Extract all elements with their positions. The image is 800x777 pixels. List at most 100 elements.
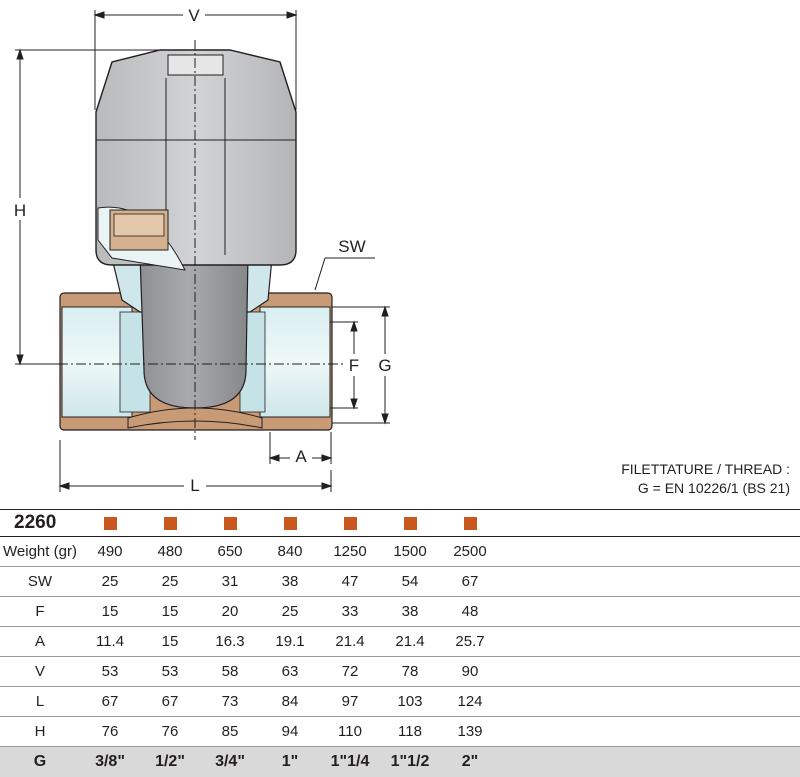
empty-cell — [500, 627, 800, 657]
table-cell: 33 — [320, 597, 380, 627]
empty-cell — [500, 657, 800, 687]
thread-note-line2: G = EN 10226/1 (BS 21) — [621, 479, 790, 498]
finish-swatch-cell — [320, 509, 380, 537]
empty-cell — [500, 537, 800, 567]
table-cell: 53 — [80, 657, 140, 687]
table-cell: 19.1 — [260, 627, 320, 657]
empty-cell — [500, 567, 800, 597]
finish-swatch-cell — [80, 509, 140, 537]
table-cell: 3/4" — [200, 747, 260, 777]
table-cell: 2" — [440, 747, 500, 777]
row-label: V — [0, 657, 80, 687]
table-cell: 139 — [440, 717, 500, 747]
finish-swatch — [464, 517, 477, 530]
row-label: Weight (gr) — [0, 537, 80, 567]
finish-swatch — [344, 517, 357, 530]
table-cell: 21.4 — [380, 627, 440, 657]
finish-swatch — [404, 517, 417, 530]
dimension-l-label: L — [190, 476, 199, 495]
finish-swatch — [224, 517, 237, 530]
table-cell: 1500 — [380, 537, 440, 567]
table-cell: 54 — [380, 567, 440, 597]
table-cell: 84 — [260, 687, 320, 717]
row-label: F — [0, 597, 80, 627]
table-cell: 94 — [260, 717, 320, 747]
table-cell: 650 — [200, 537, 260, 567]
table-cell: 15 — [140, 627, 200, 657]
row-label: A — [0, 627, 80, 657]
table-cell: 840 — [260, 537, 320, 567]
finish-swatch-cell — [200, 509, 260, 537]
table-cell: 490 — [80, 537, 140, 567]
dimension-f-label: F — [349, 356, 359, 375]
table-cell: 15 — [140, 597, 200, 627]
valve-cap — [96, 50, 296, 270]
table-cell: 103 — [380, 687, 440, 717]
table-cell: 97 — [320, 687, 380, 717]
table-cell: 38 — [380, 597, 440, 627]
finish-swatch-cell — [380, 509, 440, 537]
thread-note: FILETTATURE / THREAD : G = EN 10226/1 (B… — [621, 460, 790, 498]
finish-swatch-cell — [440, 509, 500, 537]
table-cell: 11.4 — [80, 627, 140, 657]
empty-cell — [500, 687, 800, 717]
table-cell: 25 — [80, 567, 140, 597]
table-cell: 118 — [380, 717, 440, 747]
empty-cell — [500, 597, 800, 627]
table-cell: 90 — [440, 657, 500, 687]
finish-swatch — [164, 517, 177, 530]
dimension-g-label: G — [378, 356, 391, 375]
empty-cell — [500, 509, 800, 537]
table-cell: 1"1/2 — [380, 747, 440, 777]
table-cell: 76 — [80, 717, 140, 747]
finish-swatch-cell — [140, 509, 200, 537]
dimension-a-label: A — [295, 447, 307, 466]
table-cell: 67 — [80, 687, 140, 717]
code-row: 2260 — [0, 509, 800, 537]
finish-swatch — [284, 517, 297, 530]
table-cell: 15 — [80, 597, 140, 627]
row-label: L — [0, 687, 80, 717]
table-cell: 2500 — [440, 537, 500, 567]
table-cell: 63 — [260, 657, 320, 687]
finish-swatch-cell — [260, 509, 320, 537]
row-label: H — [0, 717, 80, 747]
table-cell: 110 — [320, 717, 380, 747]
table-cell: 20 — [200, 597, 260, 627]
product-code: 2260 — [0, 509, 80, 537]
valve-technical-drawing: V H SW F G — [0, 0, 800, 500]
table-cell: 480 — [140, 537, 200, 567]
table-cell: 1"1/4 — [320, 747, 380, 777]
table-cell: 25 — [260, 597, 320, 627]
finish-swatch — [104, 517, 117, 530]
dimension-h-label: H — [14, 201, 26, 220]
row-label: SW — [0, 567, 80, 597]
table-cell: 38 — [260, 567, 320, 597]
table-cell: 31 — [200, 567, 260, 597]
table-cell: 21.4 — [320, 627, 380, 657]
table-cell: 47 — [320, 567, 380, 597]
row-label: G — [0, 747, 80, 777]
dimension-sw — [315, 258, 375, 290]
table-cell: 78 — [380, 657, 440, 687]
table-cell: 3/8" — [80, 747, 140, 777]
table-cell: 1250 — [320, 537, 380, 567]
table-cell: 1" — [260, 747, 320, 777]
table-cell: 73 — [200, 687, 260, 717]
table-cell: 76 — [140, 717, 200, 747]
thread-note-line1: FILETTATURE / THREAD : — [621, 460, 790, 479]
table-cell: 67 — [440, 567, 500, 597]
table-cell: 25.7 — [440, 627, 500, 657]
table-cell: 48 — [440, 597, 500, 627]
table-cell: 72 — [320, 657, 380, 687]
table-cell: 53 — [140, 657, 200, 687]
